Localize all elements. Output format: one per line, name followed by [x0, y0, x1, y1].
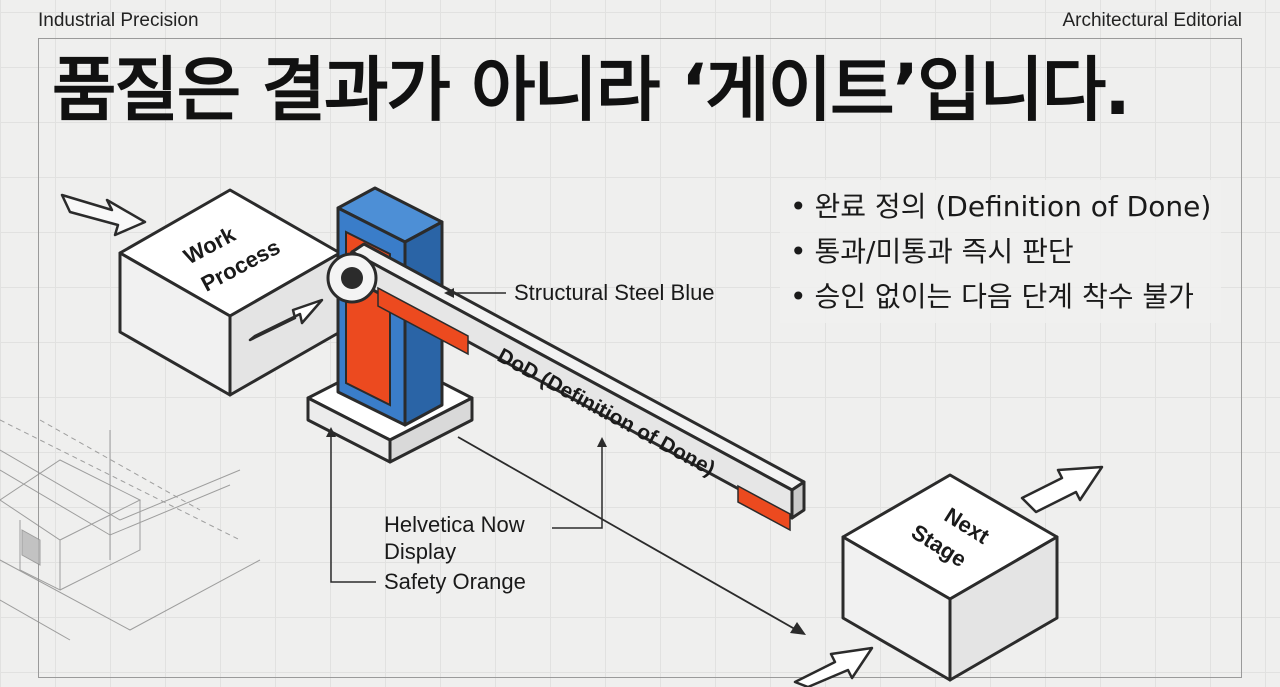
orange-leader-arrowhead-icon — [326, 427, 336, 437]
bullet-pass-fail: 통과/미통과 즉시 판단 — [790, 229, 1211, 274]
headline: 품질은 결과가 아니라 ‘게이트’입니다. — [52, 49, 1131, 131]
bullet-definition-of-done: 완료 정의 (Definition of Done) — [790, 184, 1212, 229]
flow-arrowhead-icon — [790, 622, 806, 635]
barrier-arm — [338, 242, 806, 520]
pivot-bolt — [341, 267, 363, 289]
font-leader-arrowhead-icon — [597, 437, 607, 447]
header-left: Industrial Precision — [38, 10, 199, 31]
page-frame — [38, 38, 1242, 678]
bullet-no-approval: 승인 없이는 다음 단계 착수 불가 — [790, 274, 1211, 319]
input-arrow-icon — [60, 193, 147, 237]
process-arrow-icon — [248, 298, 324, 342]
wireframe-sketch — [0, 419, 261, 641]
incoming-arrow-icon — [793, 646, 874, 687]
work-process-box — [118, 188, 342, 397]
barrier-orange-stripe-far — [737, 484, 791, 532]
header-right: Architectural Editorial — [1062, 10, 1242, 31]
annotation-font-line2: Display — [384, 539, 457, 564]
bullet-list: 완료 정의 (Definition of Done) 통과/미통과 즉시 판단 … — [780, 180, 1222, 323]
annotation-steel-blue: Structural Steel Blue — [514, 280, 715, 305]
annotation-leaders — [330, 292, 603, 583]
barrier-label: DoD (Definition of Done) — [493, 344, 718, 481]
barrier-orange-stripe-near — [377, 286, 469, 356]
next-stage-box — [841, 473, 1059, 682]
output-arrow-icon — [1020, 465, 1104, 514]
annotation-font-line1: Helvetica Now — [384, 512, 525, 537]
flow-connector — [457, 436, 801, 633]
steel-leader-arrowhead-icon — [444, 288, 454, 298]
annotation-safety-orange: Safety Orange — [384, 569, 526, 594]
